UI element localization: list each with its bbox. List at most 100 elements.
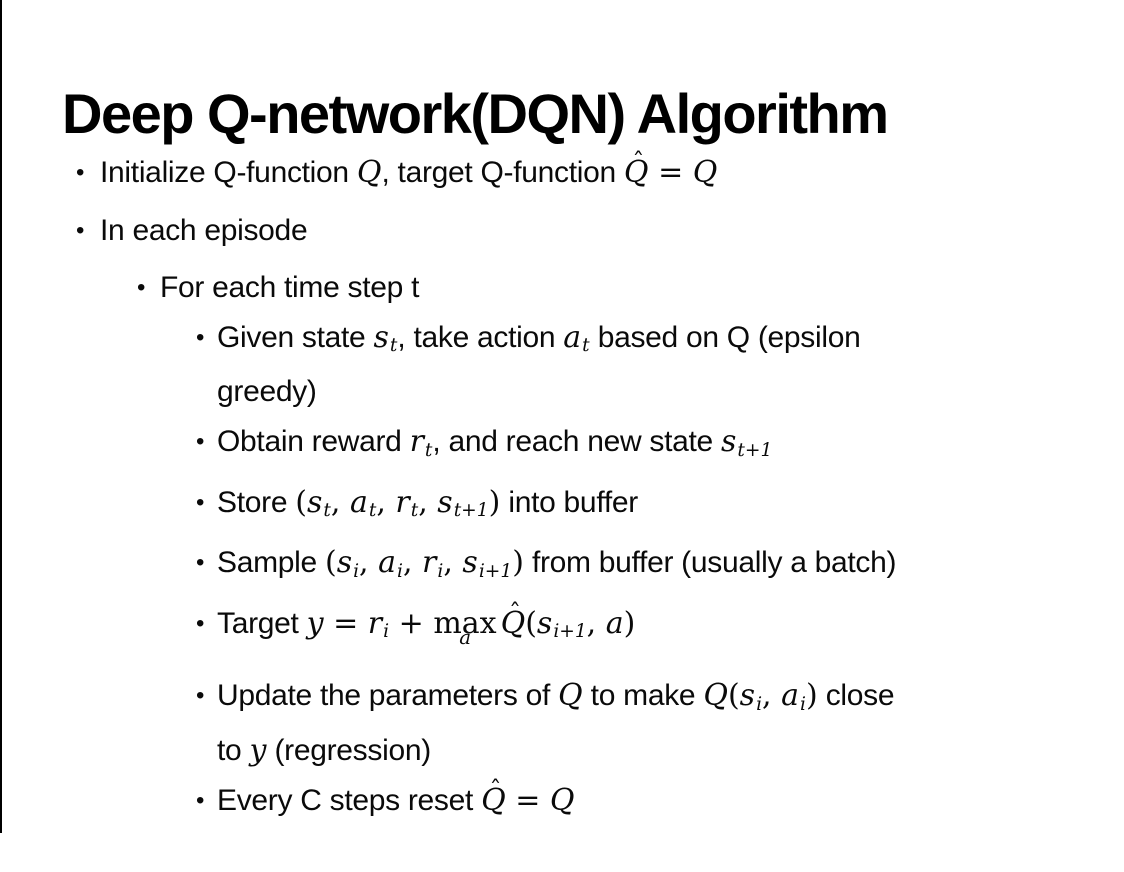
math-comma: , [443,545,463,581]
math-var-s: s [373,320,389,355]
bullet-icon: • [196,682,205,710]
math-paren-open: ( [324,545,337,581]
bullet-icon: • [76,217,85,244]
bullet-icon: • [196,428,205,456]
math-comma: , [359,545,379,581]
math-subscript: i [353,560,360,582]
text-segment: , take action [397,321,564,354]
math-var-Q: Q [623,155,649,190]
math-plus: + [389,605,434,641]
bullet-icon: • [196,488,205,516]
text-segment: to [217,733,250,767]
text-segment: into buffer [500,485,638,519]
text-segment: Target [217,606,307,640]
math-var-a: a [563,320,582,355]
hat-icon: ˆ [489,775,502,804]
math-paren-close: ) [512,545,524,581]
math-var-y: y [249,732,267,768]
math-subscript: i [756,693,763,715]
math-var-a: a [605,605,624,641]
math-comma: , [402,545,423,581]
math-comma: , [586,605,606,641]
math-subscript: t [389,335,398,357]
math-var-Q: Q [481,782,506,818]
math-subscript: i+1 [478,560,513,582]
bullet-text: In each episode [100,214,308,247]
math-max-underscript: a [459,626,471,650]
bullet-item-timestep: • For each time step t [0,265,1110,311]
text-segment: close [817,679,895,713]
bullet-text: Obtain reward rt, and reach new state st… [217,424,773,461]
math-paren-open: ( [295,484,307,520]
bullet-item-store-buffer: • Store (st, at, rt, st+1) into buffer [0,480,1110,534]
math-comma: , [762,678,782,714]
hat-icon: ˆ [508,598,521,627]
math-var-r: r [395,484,410,520]
math-var-a: a [781,678,799,714]
math-equals: = [323,605,368,641]
bullet-text: Store (st, at, rt, st+1) into buffer [217,484,638,522]
math-subscript: i [397,560,403,582]
math-subscript: i [799,693,806,715]
math-subscript: t+1 [737,439,773,461]
math-var-s: s [462,545,478,581]
hat-icon: ˆ [632,147,645,176]
bullet-icon: • [196,609,205,637]
math-paren-close: ) [488,484,501,520]
math-var-Q: Q [549,782,575,818]
math-subscript: t+1 [453,500,489,522]
math-var-r: r [409,424,424,460]
text-segment: to make [582,679,704,713]
math-var-s: s [720,424,737,460]
bullet-item-update-parameters: • Update the parameters of Q to make Q(s… [0,673,1110,773]
bullet-text: Given state st, take action at based on … [217,320,861,408]
math-var-s: s [739,678,756,714]
math-subscript: t [368,500,377,522]
math-var-a: a [349,484,368,520]
math-equals: = [648,155,693,190]
math-subscript: t [582,335,590,357]
math-var-r: r [422,545,437,581]
text-segment: Sample [217,546,325,580]
math-subscript: i [383,621,390,643]
bullet-icon: • [196,324,205,351]
text-segment: Obtain reward [217,425,410,459]
text-segment: Initialize Q-function [100,156,357,189]
math-var-Q: Q [500,605,526,641]
math-comma: , [376,484,396,520]
math-var-s: s [437,484,453,520]
math-paren-open: ( [525,605,537,641]
text-segment: Given state [217,321,374,354]
math-comma: , [330,484,350,520]
text-segment: (regression) [266,733,431,767]
text-segment: Every C steps reset [217,783,482,817]
math-paren-close: ) [805,678,818,714]
math-var-s: s [536,605,553,641]
math-paren-close: ) [623,605,636,641]
slide-title: Deep Q-network(DQN) Algorithm [62,81,889,145]
math-var-r: r [367,605,383,641]
math-var-Q: Q [703,678,728,714]
math-subscript: i+1 [553,621,587,643]
text-segment: based on Q (epsilon [589,321,861,354]
bullet-text: Sample (si, ai, ri, si+1) from buffer (u… [217,545,897,582]
math-var-Q: Q [558,678,583,714]
bullet-item-sample-buffer: • Sample (si, ai, ri, si+1) from buffer … [0,540,1110,594]
bullet-item-given-state: • Given state st, take action at based o… [0,315,1110,415]
bullet-item-initialize: • Initialize Q-function Q, target Q-func… [0,150,1110,196]
math-var-s: s [306,484,323,520]
math-var-a: a [378,545,397,581]
slide-left-border [0,0,2,833]
text-segment: Update the parameters of [217,679,559,713]
bullet-text: Update the parameters of Q to make Q(si,… [217,678,895,768]
math-comma: , [418,484,438,520]
math-var-Q: Q [692,155,718,190]
text-segment: from buffer (usually a batch) [523,546,897,580]
bullet-icon: • [137,274,146,301]
math-max-label: max [433,605,497,641]
